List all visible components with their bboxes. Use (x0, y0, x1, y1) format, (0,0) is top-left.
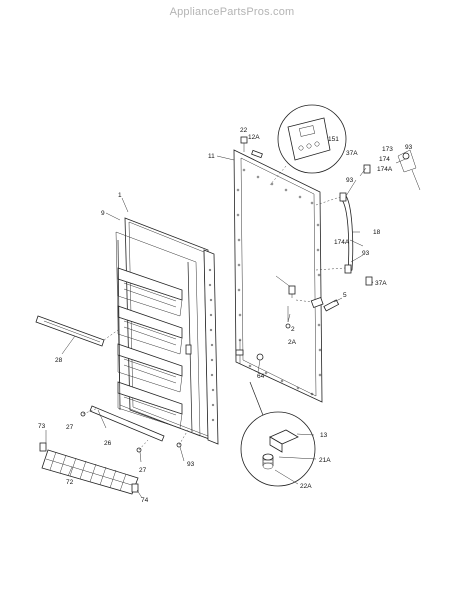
leader-lines (45, 155, 409, 499)
callout-73: 73 (38, 423, 46, 430)
callout-74: 74 (141, 497, 149, 504)
door-rail-26 (89, 405, 165, 442)
top-hinge-parts (240, 136, 263, 159)
basket-72 (39, 442, 139, 495)
handle-assembly (315, 149, 421, 286)
callout-93-top: 93 (405, 144, 413, 151)
callout-93-c: 93 (187, 461, 195, 468)
callout-37a-top: 37A (346, 150, 358, 157)
callout-2: 2 (291, 326, 295, 333)
control-panel-detail (269, 104, 347, 186)
callout-173: 173 (382, 146, 393, 153)
callout-174: 174 (379, 156, 390, 163)
callout-28: 28 (55, 357, 63, 364)
callout-26: 26 (104, 440, 112, 447)
watermark: AppliancePartsPros.com (169, 6, 295, 18)
callout-151: 151 (328, 136, 339, 143)
callout-27-a: 27 (66, 424, 74, 431)
callout-174a-top: 174A (377, 166, 393, 173)
screws (80, 407, 189, 453)
callout-11: 11 (208, 153, 215, 160)
callout-9: 9 (101, 210, 105, 217)
lower-hinge-parts (275, 275, 340, 329)
callout-1: 1 (118, 192, 122, 199)
door-outer-panel (233, 149, 323, 403)
callout-72: 72 (66, 479, 74, 486)
callout-93-b: 93 (362, 250, 370, 257)
callout-2a: 2A (288, 339, 297, 346)
callout-64: 64 (257, 373, 265, 380)
callout-13: 13 (320, 432, 328, 439)
callout-93-a: 93 (346, 177, 354, 184)
door-rail-28 (35, 315, 119, 347)
callout-labels: 1 9 11 22 12A 151 37A 173 93 174 174A 93… (38, 127, 413, 504)
callout-27-b: 27 (139, 467, 147, 474)
callout-174a: 174A (334, 239, 350, 246)
callout-22a: 22A (300, 483, 312, 490)
door-shelves (117, 267, 183, 429)
door-liner (115, 217, 219, 445)
callout-21a: 21A (319, 457, 331, 464)
callout-12a: 12A (248, 134, 260, 141)
callout-5: 5 (343, 292, 347, 299)
callout-37a-bottom: 37A (375, 280, 387, 287)
hinge-detail-circle (240, 411, 316, 487)
callout-18: 18 (373, 229, 381, 236)
callout-22: 22 (240, 127, 248, 134)
